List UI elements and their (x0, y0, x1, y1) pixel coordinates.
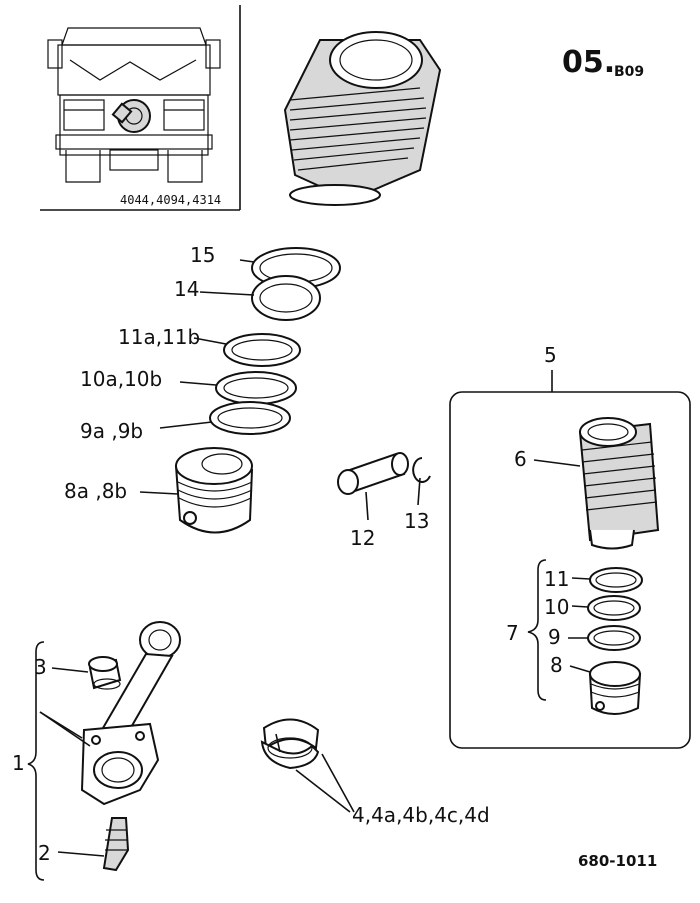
truck-thumbnail: 4044,4094,4314 (40, 5, 241, 211)
callout-8: 8a ,8b (64, 479, 127, 503)
ring-11: 11a,11b (118, 325, 301, 367)
kit-ring-11: 11 (544, 567, 643, 593)
section-sub: B09 (614, 64, 644, 80)
section-number: 05. B09 (562, 45, 644, 80)
callout-7: 7 (506, 621, 519, 645)
callout-3: 3 (34, 655, 47, 679)
callout-12: 12 (350, 526, 375, 550)
brace-7 (527, 559, 547, 701)
kit-callout-8: 8 (550, 653, 563, 677)
ring-14: 14 (174, 275, 321, 321)
callout-15: 15 (190, 243, 215, 267)
bolt-2: 2 (38, 817, 130, 872)
liner-6: 6 (514, 417, 660, 550)
drawing-reference: 680-1011 (578, 852, 657, 870)
kit-piston-8: 8 (550, 653, 642, 715)
thumbnail-caption: 4044,4094,4314 (120, 193, 221, 207)
bushing-3: 3 (34, 655, 122, 690)
callout-10: 10a,10b (80, 367, 162, 391)
cylinder-liner-large (283, 31, 442, 206)
callout-5: 5 (544, 343, 557, 367)
callout-11: 11a,11b (118, 325, 200, 349)
bearing-shells-4: 4,4a,4b,4c,4d (260, 718, 490, 827)
kit-callout-11: 11 (544, 567, 569, 591)
callout-4: 4,4a,4b,4c,4d (352, 803, 490, 827)
connecting-rod (80, 621, 181, 806)
callout-9: 9a ,9b (80, 419, 143, 443)
assembly-brace-1: 1 (12, 641, 91, 881)
callout-1: 1 (12, 751, 25, 775)
section-main: 05. (562, 45, 615, 80)
ring-9: 9a ,9b (80, 401, 291, 443)
kit-box-5: 5 6 11 10 (449, 343, 691, 749)
callout-2: 2 (38, 841, 51, 865)
kit-ring-9: 9 (548, 625, 641, 651)
piston-pin-12: 12 (337, 452, 409, 550)
kit-callout-10: 10 (544, 595, 569, 619)
callout-6: 6 (514, 447, 527, 471)
circlip-13: 13 (404, 457, 431, 533)
kit-callout-9: 9 (548, 625, 561, 649)
piston-8: 8a ,8b (64, 447, 254, 534)
ring-10: 10a,10b (80, 367, 297, 405)
callout-14: 14 (174, 277, 199, 301)
callout-13: 13 (404, 509, 429, 533)
kit-ring-10: 10 (544, 595, 641, 621)
